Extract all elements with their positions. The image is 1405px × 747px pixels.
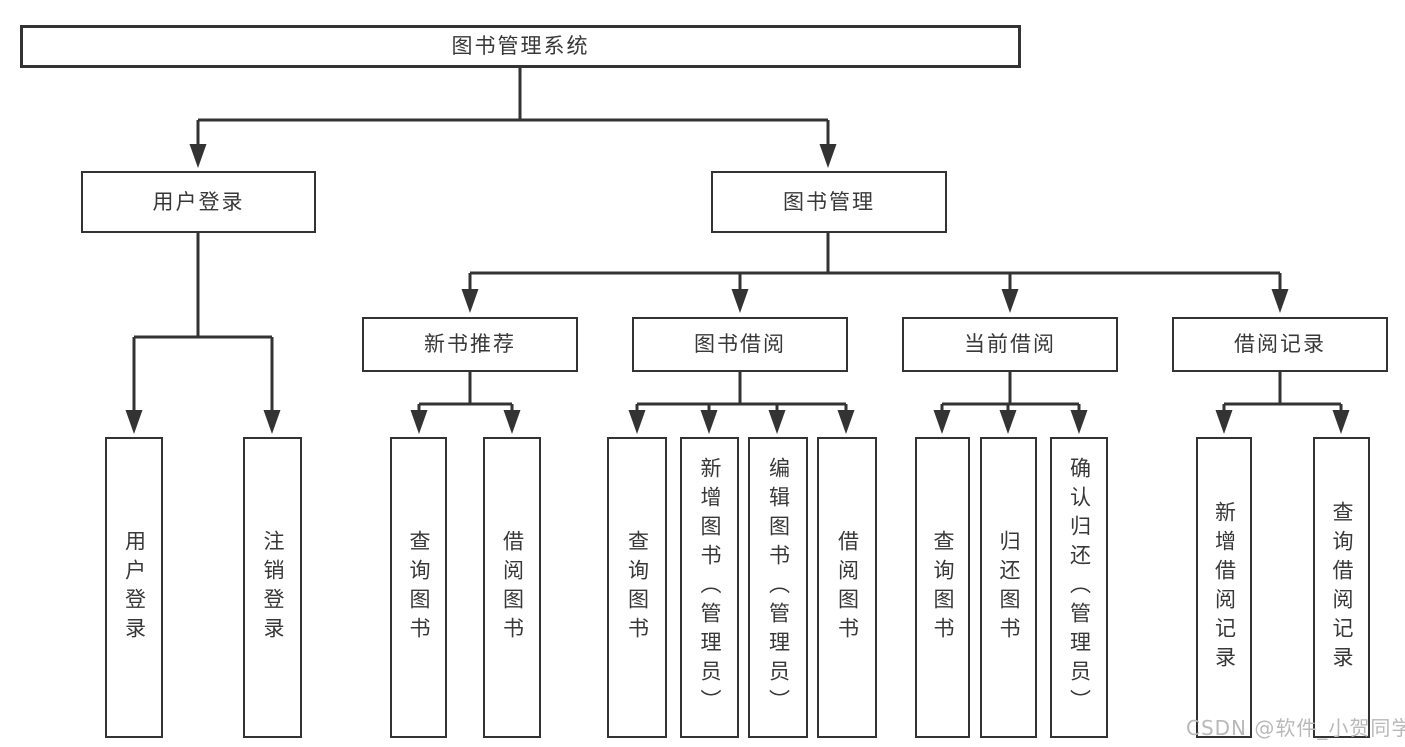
node-label: 借阅记录 — [1234, 332, 1326, 356]
arrowhead-new-book-recommend — [461, 289, 479, 313]
node-label: 图书管理系统 — [451, 34, 590, 58]
leaf-query-books-1: 查询图书 — [390, 437, 447, 738]
node-label: 查询图书 — [625, 529, 650, 646]
leaf-edit-book-admin: 编辑图书（管理员） — [748, 437, 808, 738]
node-label: 归还图书 — [997, 529, 1021, 646]
arrowhead-leaf-add-borrow-record — [1215, 410, 1233, 434]
node-book-management: 图书管理 — [711, 171, 947, 233]
leaf-query-books-2: 查询图书 — [607, 437, 667, 738]
connector-new-book-recommend-children — [417, 372, 514, 411]
node-label: 借阅图书 — [500, 529, 525, 646]
arrowhead-leaf-return-books — [999, 410, 1017, 434]
node-label: 新书推荐 — [424, 332, 516, 356]
arrowhead-leaf-logout — [263, 410, 281, 434]
arrowhead-leaf-borrow-books-1 — [503, 410, 521, 434]
arrowhead-book-management — [819, 144, 837, 168]
node-label: 当前借阅 — [964, 332, 1056, 356]
arrowhead-leaf-user-login — [125, 410, 143, 434]
node-library-management-system: 图书管理系统 — [20, 25, 1021, 68]
node-label: 新增借阅记录 — [1212, 500, 1237, 675]
node-label: 新增图书（管理员） — [698, 457, 722, 718]
leaf-add-borrow-record: 新增借阅记录 — [1196, 437, 1252, 738]
csdn-watermark: CSDN @软件_小贺同学 — [1186, 716, 1405, 740]
leaf-borrow-books-1: 借阅图书 — [483, 437, 541, 738]
leaf-logout: 注销登录 — [243, 437, 302, 738]
leaf-add-book-admin: 新增图书（管理员） — [680, 437, 739, 738]
leaf-query-borrow-record: 查询借阅记录 — [1313, 437, 1370, 738]
leaf-return-books: 归还图书 — [980, 437, 1037, 738]
arrowhead-leaf-edit-book — [768, 410, 786, 434]
arrowhead-leaf-add-book — [700, 410, 718, 434]
node-user-login: 用户登录 — [81, 171, 316, 233]
arrowhead-leaf-borrow-books-2 — [837, 410, 855, 434]
node-label: 图书借阅 — [694, 332, 786, 356]
arrowhead-leaf-query-borrow-record — [1332, 410, 1350, 434]
node-label: 用户登录 — [122, 529, 147, 646]
node-label: 编辑图书（管理员） — [766, 457, 791, 718]
node-borrow-records: 借阅记录 — [1172, 317, 1388, 372]
arrowhead-leaf-confirm-return — [1070, 410, 1088, 434]
node-label: 查询借阅记录 — [1330, 500, 1354, 675]
leaf-confirm-return-admin: 确认归还（管理员） — [1050, 437, 1108, 738]
connector-current-borrow-children — [940, 372, 1081, 411]
leaf-query-books-3: 查询图书 — [915, 437, 970, 738]
connector-book-management-children — [468, 233, 1282, 290]
node-book-borrow: 图书借阅 — [632, 317, 848, 372]
connector-borrow-records-children — [1222, 372, 1343, 411]
arrowhead-user-login — [189, 144, 207, 168]
arrowhead-leaf-query-books-1 — [410, 410, 428, 434]
arrowhead-borrow-records — [1271, 289, 1289, 313]
node-label: 查询图书 — [931, 529, 955, 646]
node-label: 注销登录 — [261, 529, 285, 646]
node-label: 图书管理 — [783, 189, 875, 214]
node-label: 借阅图书 — [835, 529, 860, 646]
arrowhead-leaf-query-books-3 — [933, 410, 951, 434]
connector-root-to-level2 — [196, 68, 830, 145]
arrowhead-book-borrow — [731, 289, 749, 313]
arrowhead-current-borrow — [1001, 289, 1019, 313]
arrowhead-leaf-query-books-2 — [628, 410, 646, 434]
node-current-borrow: 当前借阅 — [902, 317, 1118, 372]
connector-book-borrow-children — [635, 372, 848, 411]
node-label: 用户登录 — [152, 189, 245, 214]
connector-user-login-children — [132, 233, 274, 411]
leaf-borrow-books-2: 借阅图书 — [817, 437, 877, 738]
node-label: 确认归还（管理员） — [1067, 457, 1092, 718]
node-label: 查询图书 — [407, 529, 431, 646]
node-new-book-recommend: 新书推荐 — [362, 317, 578, 372]
leaf-user-login: 用户登录 — [105, 437, 163, 738]
